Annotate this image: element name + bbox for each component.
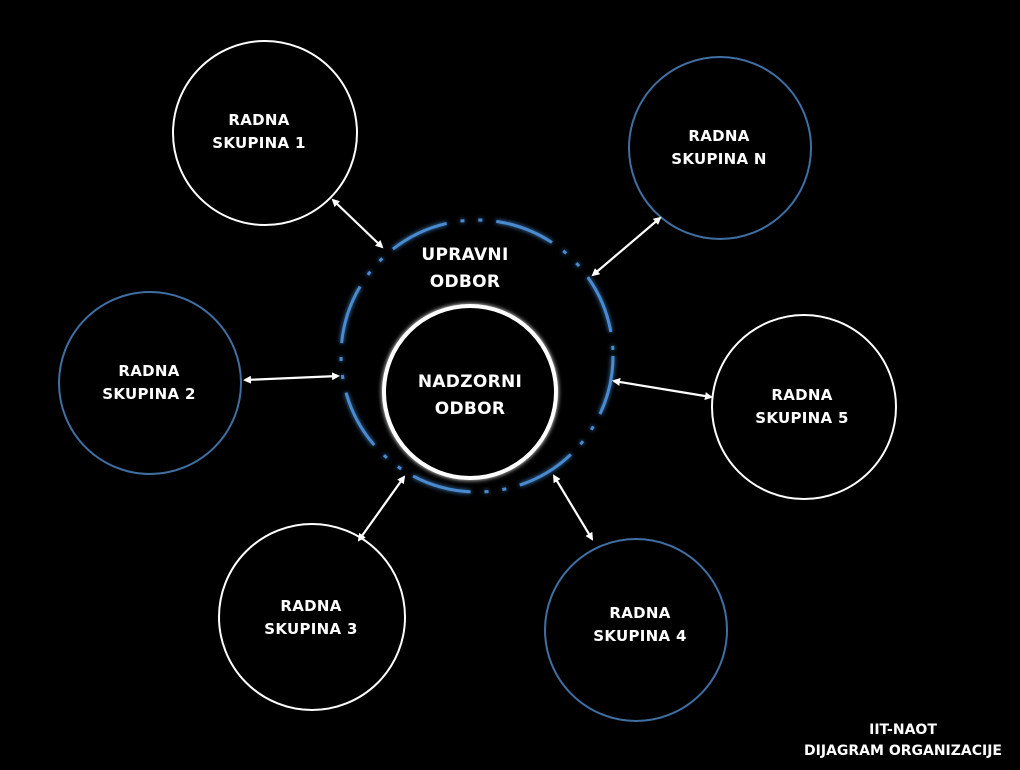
group-circle-4[interactable] <box>544 538 728 722</box>
label-line: RADNA <box>609 604 671 622</box>
group-circle-2[interactable] <box>58 291 242 475</box>
arrow-group-4 <box>552 474 594 541</box>
group-circle-5[interactable] <box>711 314 897 500</box>
label-line: NADZORNI <box>417 372 523 392</box>
arrow-group-5 <box>612 378 713 400</box>
nadzorni-odbor-label: NADZORNI ODBOR <box>380 369 560 423</box>
group-label-1: RADNA SKUPINA 1 <box>169 109 349 155</box>
label-line: SKUPINA 3 <box>264 620 358 638</box>
diagram-caption: IIT-NAOT DIJAGRAM ORGANIZACIJE <box>804 720 1002 762</box>
label-line: ODBOR <box>434 399 506 419</box>
upravni-odbor-label: UPRAVNI ODBOR <box>375 242 555 296</box>
label-line: RADNA <box>280 597 342 615</box>
label-line: RADNA <box>228 111 290 129</box>
group-label-3: RADNA SKUPINA 3 <box>221 595 401 641</box>
group-label-5: RADNA SKUPINA 5 <box>712 384 892 430</box>
group-label-2: RADNA SKUPINA 2 <box>59 360 239 406</box>
label-line: UPRAVNI <box>421 245 509 265</box>
caption-line: IIT-NAOT <box>869 722 937 738</box>
label-line: SKUPINA N <box>671 150 767 168</box>
group-circle-3[interactable] <box>218 523 406 711</box>
label-line: SKUPINA 2 <box>102 385 196 403</box>
upravni-odbor-ring <box>339 218 615 494</box>
arrow-group-1 <box>331 198 384 249</box>
label-line: SKUPINA 4 <box>593 627 687 645</box>
label-line: RADNA <box>688 127 750 145</box>
caption-line: DIJAGRAM ORGANIZACIJE <box>804 743 1002 759</box>
label-line: SKUPINA 1 <box>212 134 306 152</box>
label-line: RADNA <box>771 386 833 404</box>
arrow-group-3 <box>357 475 406 542</box>
arrow-group-n <box>591 216 662 277</box>
group-circle-1[interactable] <box>172 40 358 226</box>
label-line: RADNA <box>118 362 180 380</box>
label-line: ODBOR <box>429 272 501 292</box>
group-label-4: RADNA SKUPINA 4 <box>550 602 730 648</box>
group-label-n: RADNA SKUPINA N <box>629 125 809 171</box>
group-circle-n[interactable] <box>628 56 812 240</box>
arrow-group-2 <box>243 372 340 384</box>
nadzorni-odbor-circle <box>382 304 558 480</box>
label-line: SKUPINA 5 <box>755 409 849 427</box>
